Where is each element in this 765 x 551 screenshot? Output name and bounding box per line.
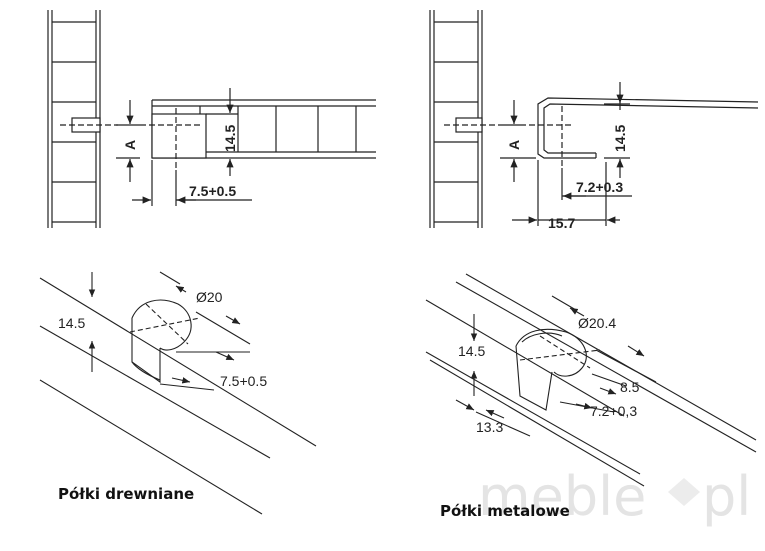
metal-dim-a-label: A: [506, 140, 522, 150]
watermark-tld: pl: [702, 465, 751, 528]
metal-shelves-caption: Półki metalowe: [440, 502, 570, 520]
metal-dim-width-label: 15.7: [548, 215, 575, 231]
metal-dim-height-label: 14.5: [612, 125, 628, 152]
metal-iso-width-label: 13.3: [476, 419, 503, 435]
metal-iso-offset-label: 7.2+0,3: [590, 403, 637, 419]
watermark-brand: meble: [478, 465, 646, 528]
wood-dim-a-label: A: [122, 140, 138, 150]
metal-iso-diameter-label: Ø20.4: [578, 315, 616, 331]
metal-section-view: [429, 10, 759, 228]
metal-iso-height-label: 14.5: [458, 343, 485, 359]
wood-dim-offset-label: 7.5+0.5: [189, 183, 236, 199]
wood-isometric-view: [39, 271, 317, 515]
wood-iso-diameter-label: Ø20: [196, 289, 223, 305]
wood-section-view: [47, 10, 376, 228]
metal-dim-offset-label: 7.2+0.3: [576, 179, 623, 195]
wood-iso-height-label: 14.5: [58, 315, 85, 331]
metal-iso-depth-label: 8.5: [620, 379, 640, 395]
wood-shelves-caption: Półki drewniane: [58, 485, 195, 503]
wood-dim-height-label: 14.5: [222, 125, 238, 152]
watermark: meble pl: [478, 465, 751, 528]
watermark-diamond-icon: [668, 478, 700, 506]
wood-iso-offset-label: 7.5+0.5: [220, 373, 267, 389]
metal-isometric-view: [425, 273, 757, 487]
